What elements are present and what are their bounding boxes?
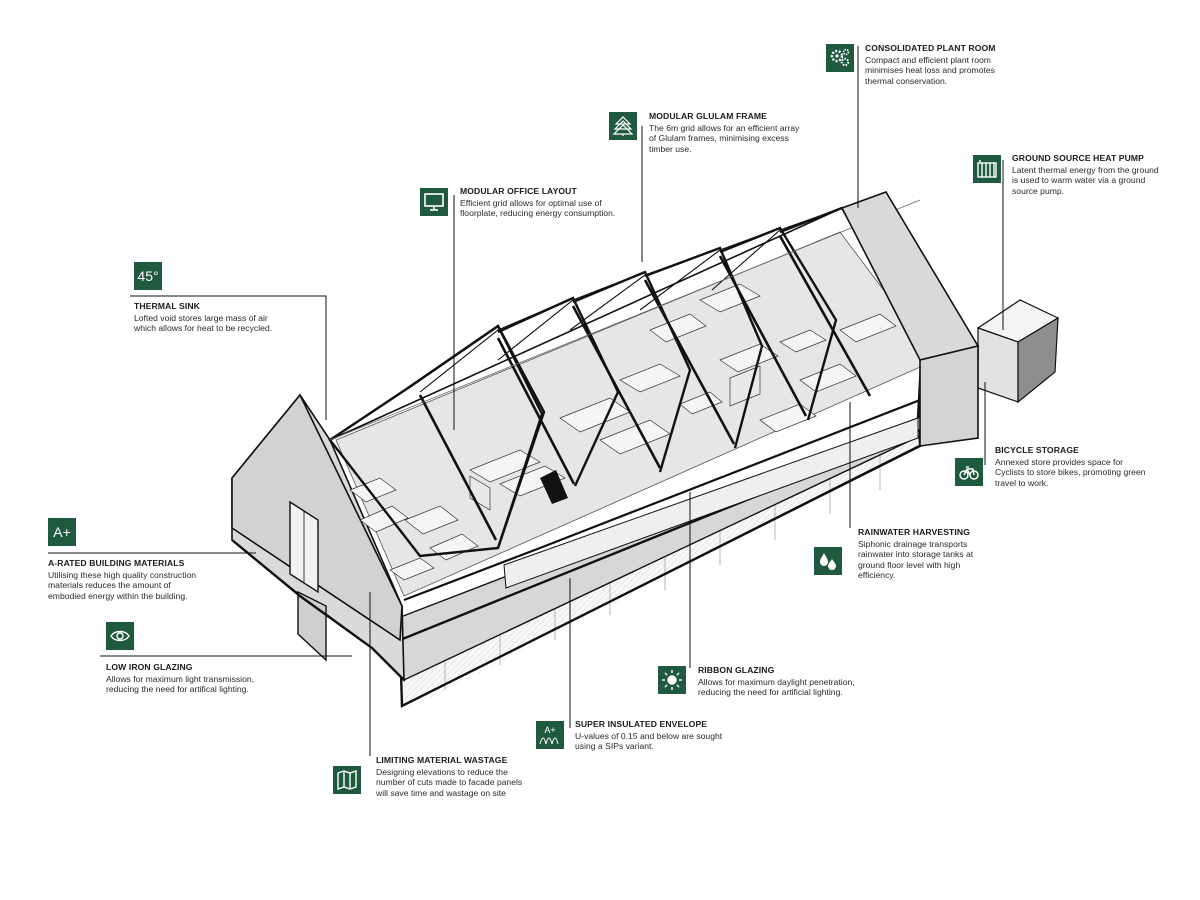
sun-icon [658,666,686,694]
callout-consolidated-plant-room: CONSOLIDATED PLANT ROOM Compact and effi… [865,43,1105,86]
callout-title: LIMITING MATERIAL WASTAGE [376,755,508,765]
callout-modular-glulam-frame: MODULAR GLULAM FRAME The 6m grid allows … [649,111,889,154]
a-plus-icon: A+ [48,518,76,546]
callout-a-rated-building-materials: A-RATED BUILDING MATERIALS Utilising the… [48,558,288,601]
callout-title: MODULAR GLULAM FRAME [649,111,767,121]
droplets-icon [814,547,842,575]
callout-title: BICYCLE STORAGE [995,445,1079,455]
plant-room-gable [840,191,980,447]
callout-title: RIBBON GLAZING [698,665,775,675]
callout-super-insulated-envelope: SUPER INSULATED ENVELOPE U-values of 0.1… [575,719,815,752]
callout-ground-source-heat-pump: GROUND SOURCE HEAT PUMP Latent thermal e… [1012,153,1200,196]
bicycle-icon [955,458,983,486]
gears-icon [826,44,854,72]
callout-title: GROUND SOURCE HEAT PUMP [1012,153,1145,163]
callout-title: THERMAL SINK [134,301,200,311]
callout-low-iron-glazing: LOW IRON GLAZING Allows for maximum ligh… [106,662,346,695]
callout-title: LOW IRON GLAZING [106,662,193,672]
callout-title: RAINWATER HARVESTING [858,527,970,537]
gable-end-wall [231,393,405,682]
monitor-icon [420,188,448,216]
callout-thermal-sink: THERMAL SINK Lofted void stores large ma… [134,301,374,334]
stair-core [540,470,568,504]
callout-modular-office-layout: MODULAR OFFICE LAYOUT Efficient grid all… [460,186,700,219]
callout-limiting-material-wastage: LIMITING MATERIAL WASTAGE Designing elev… [376,755,616,798]
callout-bicycle-storage: BICYCLE STORAGE Annexed store provides s… [995,445,1200,488]
callout-title: CONSOLIDATED PLANT ROOM [865,43,996,53]
panels-icon [333,766,361,794]
callout-rainwater-harvesting: RAINWATER HARVESTING Siphonic drainage t… [858,527,1098,581]
radiator-icon [973,155,1001,183]
callout-title: MODULAR OFFICE LAYOUT [460,186,577,196]
ribbon-glazing-strip [503,417,919,589]
tree-icon [609,112,637,140]
insulation-icon: A+ [536,721,564,749]
eye-icon [106,622,134,650]
callout-title: A-RATED BUILDING MATERIALS [48,558,185,568]
bicycle-annex [976,299,1060,404]
degree-icon: 45° [134,262,162,290]
callout-leaders [48,46,1004,756]
callout-ribbon-glazing: RIBBON GLAZING Allows for maximum daylig… [698,665,938,698]
callout-title: SUPER INSULATED ENVELOPE [575,719,708,729]
